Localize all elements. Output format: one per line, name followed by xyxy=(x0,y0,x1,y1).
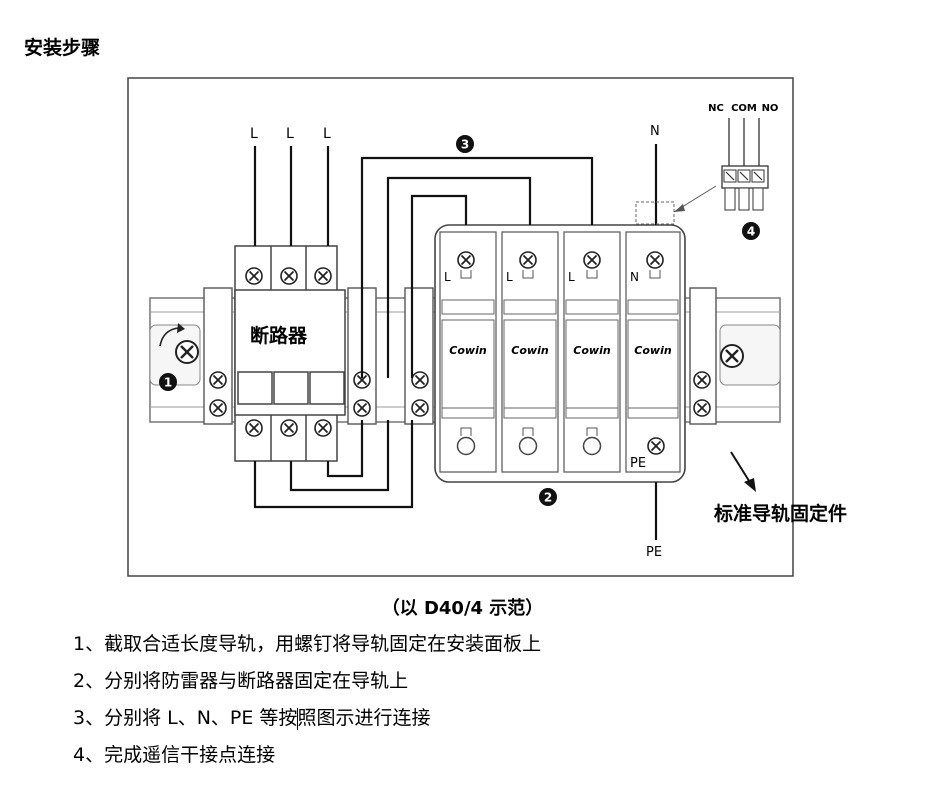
module-label-3: L xyxy=(568,270,575,284)
rotate-arrow-icon xyxy=(159,327,179,347)
line-label-2: L xyxy=(286,126,294,142)
step-marker-4: 4 xyxy=(742,222,760,240)
surge-protector xyxy=(434,224,686,483)
step-marker-1: 1 xyxy=(159,373,177,391)
page-heading: 安装步骤 xyxy=(24,37,101,59)
pe-module-label: PE xyxy=(630,456,646,471)
pe-wire-label: PE xyxy=(646,545,662,560)
text-cursor xyxy=(296,707,299,730)
wiring-diagram: 断路器 L L L L L L N xyxy=(127,77,847,577)
relay-label-no: NO xyxy=(762,103,779,114)
module-label-4: N xyxy=(630,270,639,284)
step-item-4: 4、完成遥信干接点连接 xyxy=(73,744,276,766)
step-item-2: 2、分别将防雷器与断路器固定在导轨上 xyxy=(73,670,409,692)
svg-text:4: 4 xyxy=(747,225,755,239)
module-label-1: L xyxy=(444,270,451,284)
brand-logo-3: Cowin xyxy=(573,344,611,357)
brand-logo-2: Cowin xyxy=(511,344,549,357)
relay-label-nc: NC xyxy=(708,103,724,114)
step-item-1: 1、截取合适长度导轨，用螺钉将导轨固定在安装面板上 xyxy=(73,633,542,655)
step-marker-2: 2 xyxy=(539,488,557,506)
line-label-3: L xyxy=(323,126,331,142)
svg-text:1: 1 xyxy=(164,376,172,390)
step-item-3: 3、分别将 L、N、PE 等按照图示进行连接 xyxy=(73,704,541,741)
rail-fix-screw-right-icon xyxy=(719,343,745,369)
neutral-label: N xyxy=(650,124,660,139)
relay-label-com: COM xyxy=(731,103,757,114)
connection-wires xyxy=(253,144,658,540)
install-steps-list: 1、截取合适长度导轨，用螺钉将导轨固定在安装面板上 2、分别将防雷器与断路器固定… xyxy=(73,630,541,778)
step-item-3-part-1: 3、分别将 L、N、PE 等按 xyxy=(73,707,298,729)
module-label-2: L xyxy=(506,270,513,284)
brand-logo-4: Cowin xyxy=(634,344,672,357)
remote-signal-terminal xyxy=(635,118,769,225)
rail-fixing-label: 标准导轨固定件 xyxy=(714,502,847,525)
rail-fix-screw-left-icon xyxy=(174,339,200,365)
breaker-label: 断路器 xyxy=(250,324,308,347)
line-label-1: L xyxy=(250,126,258,142)
diagram-caption: （以 D40/4 示范） xyxy=(381,598,544,619)
rail-label-arrow-icon xyxy=(730,451,752,485)
brand-logo-1: Cowin xyxy=(449,344,487,357)
step-item-3-part-2: 照图示进行连接 xyxy=(297,707,431,729)
svg-text:2: 2 xyxy=(544,491,552,505)
step-marker-3: 3 xyxy=(456,135,474,153)
line-wires xyxy=(253,146,330,246)
svg-text:3: 3 xyxy=(461,138,469,152)
